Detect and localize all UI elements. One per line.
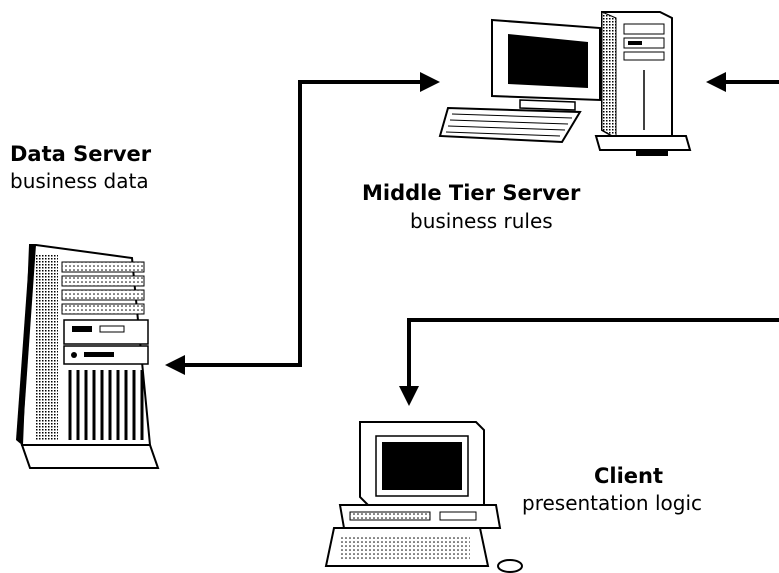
arrowhead-to-client bbox=[399, 386, 419, 406]
data-server-subtitle: business data bbox=[10, 169, 149, 193]
connector-to-middle-right bbox=[706, 72, 779, 92]
middle-tier-title: Middle Tier Server bbox=[362, 181, 581, 205]
tower-server-icon bbox=[16, 244, 160, 469]
client-label: Client presentation logic bbox=[522, 462, 762, 516]
desktop-computer-icon bbox=[324, 421, 523, 573]
connector-to-client bbox=[399, 318, 779, 406]
client-subtitle: presentation logic bbox=[522, 491, 702, 515]
desktop-workstation-icon bbox=[438, 11, 692, 156]
data-server-title: Data Server bbox=[10, 142, 152, 166]
arrowhead-to-middle-tier bbox=[420, 72, 440, 92]
middle-tier-subtitle: business rules bbox=[410, 209, 553, 233]
data-server-label: Data Server business data bbox=[10, 140, 210, 194]
client-title: Client bbox=[594, 464, 664, 488]
arrowhead-from-right bbox=[706, 72, 726, 92]
middle-tier-label: Middle Tier Server business rules bbox=[360, 178, 660, 234]
arrowhead-to-data-server bbox=[165, 355, 185, 375]
connector-data-middle bbox=[165, 72, 440, 375]
